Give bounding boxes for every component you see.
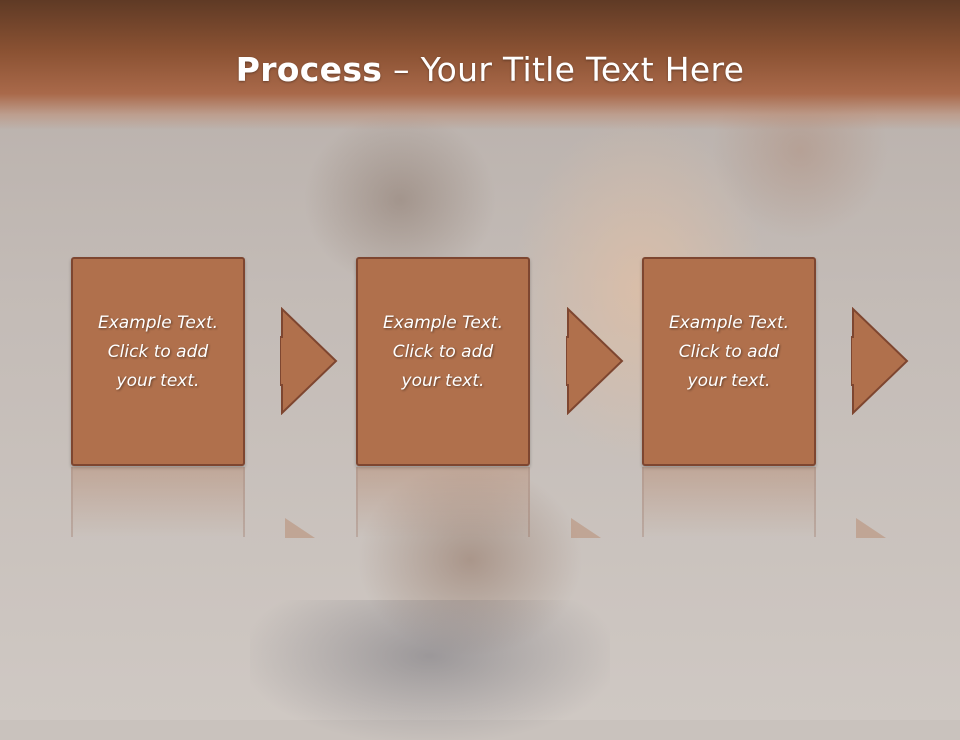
arrow-right-icon xyxy=(566,307,624,415)
step-3-text[interactable]: Example Text. Click to add your text. xyxy=(668,313,790,391)
arrow-reflection xyxy=(856,518,886,538)
step-3-reflection xyxy=(642,467,816,537)
process-step-3[interactable]: Example Text. Click to add your text. xyxy=(642,257,816,466)
process-step-2[interactable]: Example Text. Click to add your text. xyxy=(356,257,530,466)
background-jeans-shading xyxy=(250,600,610,740)
arrow-reflection xyxy=(571,518,601,538)
slide-title[interactable]: Process – Your Title Text Here xyxy=(0,50,960,89)
step-2-reflection xyxy=(356,467,530,537)
step-1-text[interactable]: Example Text. Click to add your text. xyxy=(97,313,219,391)
arrow-right-icon xyxy=(851,307,909,415)
title-bar xyxy=(0,0,960,130)
arrow-reflection xyxy=(285,518,315,538)
step-2-text[interactable]: Example Text. Click to add your text. xyxy=(382,313,504,391)
process-step-1[interactable]: Example Text. Click to add your text. xyxy=(71,257,245,466)
title-rest: – Your Title Text Here xyxy=(382,50,745,89)
title-bold: Process xyxy=(235,50,383,89)
arrow-right-icon xyxy=(280,307,338,415)
step-1-reflection xyxy=(71,467,245,537)
